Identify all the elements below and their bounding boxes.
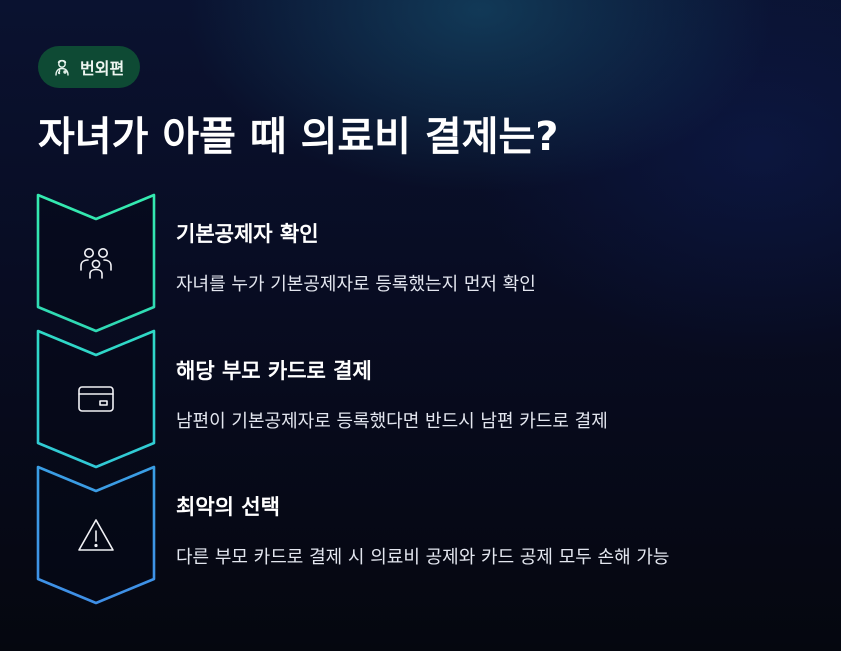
chevron-step-2 bbox=[36, 329, 156, 469]
step-chevrons bbox=[36, 193, 156, 605]
page-title: 자녀가 아플 때 의료비 결제는? bbox=[38, 114, 559, 160]
category-badge: 번외편 bbox=[38, 46, 141, 88]
badge-label: 번외편 bbox=[80, 59, 125, 78]
family-icon bbox=[76, 243, 116, 283]
doctor-icon bbox=[52, 57, 72, 77]
credit-card-icon bbox=[76, 379, 116, 419]
warning-icon bbox=[76, 516, 116, 556]
chevron-step-1 bbox=[36, 193, 156, 333]
step-2-title: 해당 부모 카드로 결제 bbox=[176, 359, 372, 383]
step-1-description: 자녀를 누가 기본공제자로 등록했는지 먼저 확인 bbox=[176, 274, 536, 295]
step-2-description: 남편이 기본공제자로 등록했다면 반드시 남편 카드로 결제 bbox=[176, 411, 608, 432]
step-3-description: 다른 부모 카드로 결제 시 의료비 공제와 카드 공제 모두 손해 가능 bbox=[176, 547, 670, 568]
step-3-title: 최악의 선택 bbox=[176, 495, 280, 519]
step-1-title: 기본공제자 확인 bbox=[176, 222, 319, 246]
